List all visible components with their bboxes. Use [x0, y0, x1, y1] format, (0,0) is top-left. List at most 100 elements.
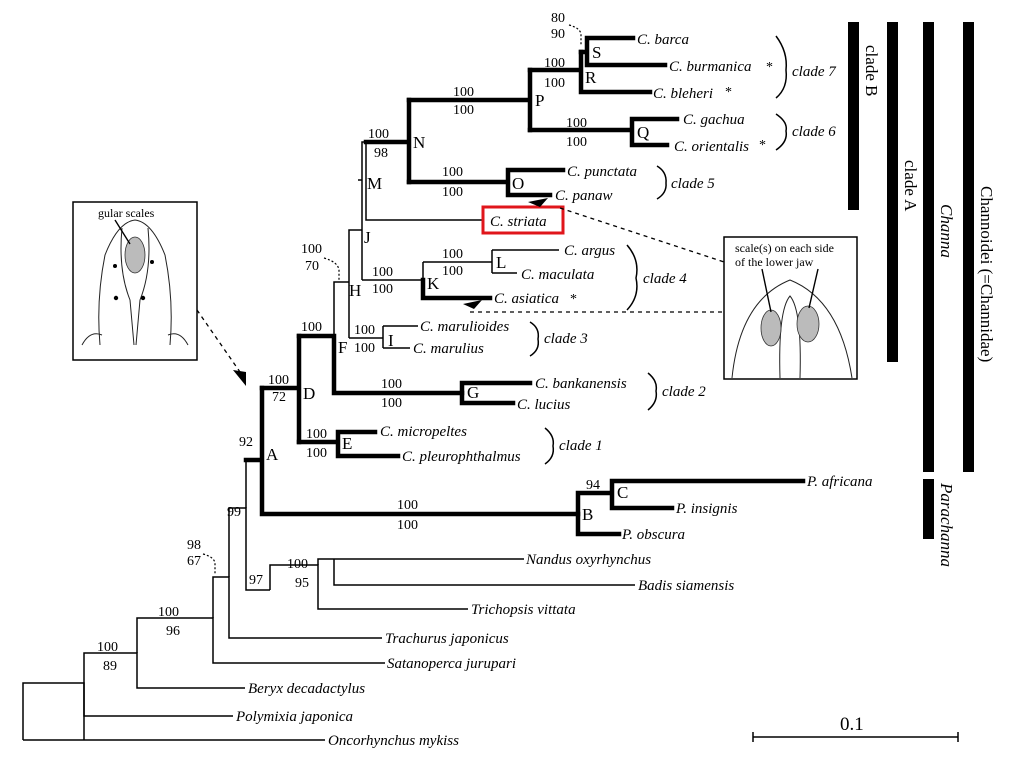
- scale-bar-line: [752, 732, 959, 742]
- node-labels: A B C D E F G H I J K L M N O P Q R S: [266, 43, 649, 524]
- asterisk-orientalis: *: [759, 138, 766, 153]
- branch-A: [243, 385, 581, 517]
- brace-clade6: [775, 113, 788, 151]
- support-N-bottom: 98: [374, 146, 388, 161]
- taxon-bleheri: C. bleheri: [653, 86, 713, 102]
- taxon-satanoperca: Satanoperca jurupari: [387, 656, 516, 672]
- label-channoidei: Channoidei (=Channidae): [977, 186, 996, 362]
- inset-jaw-scales: scale(s) on each side of the lower jaw: [723, 236, 858, 380]
- support-F: 100: [301, 320, 322, 335]
- support-E-bottom: 100: [306, 446, 327, 461]
- support-B-bottom: 100: [397, 518, 418, 533]
- label-clade1: clade 1: [559, 438, 603, 454]
- support-I-top: 100: [354, 323, 375, 338]
- taxon-panaw: C. panaw: [555, 188, 613, 204]
- label-clade3: clade 3: [544, 331, 588, 347]
- pore-dot: [140, 295, 146, 301]
- node-A: A: [266, 445, 279, 464]
- support-K-bottom: 100: [372, 282, 393, 297]
- support-G-bottom: 100: [381, 396, 402, 411]
- jaw-scale-right: [796, 305, 820, 343]
- pointer-S: [568, 24, 582, 45]
- support-Q-top: 100: [566, 116, 587, 131]
- jaw-lines: [120, 227, 150, 346]
- node-L: L: [496, 253, 506, 272]
- label-clade6: clade 6: [792, 124, 836, 140]
- support-S-bottom: 90: [551, 27, 565, 42]
- node-M: M: [367, 174, 382, 193]
- taxon-barca: C. barca: [637, 32, 689, 48]
- support-P-top: 100: [453, 85, 474, 100]
- inset-gular-frame: [72, 201, 198, 361]
- pore-dot: [113, 264, 117, 268]
- pointer-gular-to-A: [196, 309, 241, 373]
- branch-S: [578, 35, 668, 68]
- node-N: N: [413, 133, 425, 152]
- taxon-africana: P. africana: [806, 474, 873, 490]
- jaw-outline: [731, 279, 853, 379]
- clade-brackets: clade 7 clade 6 clade 5 clade 4 clade 3 …: [529, 35, 837, 465]
- label-clade2: clade 2: [662, 384, 706, 400]
- support-B-top: 100: [397, 498, 418, 513]
- support-A: 92: [239, 435, 253, 450]
- label-parachanna: Parachanna: [937, 482, 956, 567]
- support-Q-bottom: 100: [566, 135, 587, 150]
- support-nandus-bottom: 95: [295, 576, 309, 591]
- channidae-branches: [243, 35, 806, 537]
- pore-dot: [150, 260, 154, 264]
- node-C: C: [617, 483, 628, 502]
- branch-O: [406, 167, 566, 198]
- taxon-orientalis: C. orientalis: [674, 139, 749, 155]
- label-clade5: clade 5: [671, 176, 715, 192]
- support-E-top: 100: [306, 427, 327, 442]
- node-S: S: [592, 43, 601, 62]
- arrowhead-panaw: [528, 198, 548, 207]
- inset-jaw-frame: [723, 236, 858, 380]
- jaw-scale-left: [760, 309, 782, 347]
- branch-H: [333, 281, 350, 338]
- bar-parachanna: [923, 479, 934, 539]
- node-O: O: [512, 174, 524, 193]
- branch-J: [348, 229, 363, 282]
- brace-clade5: [656, 165, 667, 200]
- support-L-bottom: 100: [442, 264, 463, 279]
- brace-clade7: [775, 35, 788, 99]
- taxon-marulioides: C. marulioides: [420, 319, 509, 335]
- node-E: E: [342, 434, 352, 453]
- group-bars: clade B clade A Channa Parachanna Channo…: [848, 22, 996, 567]
- branch-D: [259, 333, 302, 445]
- support-I-bottom: 100: [354, 341, 375, 356]
- support-node-99: 99: [227, 505, 241, 520]
- asterisk-asiatica: *: [570, 292, 577, 307]
- arrowhead-asiatica: [463, 300, 482, 309]
- bar-clade-A: [887, 22, 898, 362]
- taxon-punctata: C. punctata: [567, 164, 637, 180]
- branch-asiatica: [420, 277, 493, 301]
- support-100-89-top: 100: [97, 640, 118, 655]
- jaw-pointer-right: [808, 268, 819, 309]
- support-R-bottom: 100: [544, 76, 565, 91]
- label-clade4: clade 4: [643, 271, 687, 287]
- inset-gular-scales: gular scales: [72, 201, 198, 361]
- node-D: D: [303, 384, 315, 403]
- pointer-98-67: [202, 553, 216, 575]
- brace-clade4: [626, 244, 638, 311]
- gular-pointer: [114, 219, 131, 245]
- asterisk-burmanica: *: [766, 60, 773, 75]
- taxon-trichopsis: Trichopsis vittata: [471, 602, 576, 618]
- node-J: J: [364, 228, 371, 247]
- inset-gular-label: gular scales: [98, 206, 155, 220]
- node-R: R: [585, 68, 597, 87]
- taxon-striata: C. striata: [490, 214, 547, 230]
- support-D-top: 100: [268, 373, 289, 388]
- support-S-top: 80: [551, 11, 565, 26]
- taxon-obscura: P. obscura: [621, 527, 685, 543]
- gular-scale-patch: [124, 236, 146, 274]
- bar-channa: [923, 22, 934, 472]
- node-Q: Q: [637, 123, 649, 142]
- taxon-asiatica: C. asiatica: [494, 291, 559, 307]
- pointer-H: [323, 257, 340, 280]
- inset-jaw-label-line1: scale(s) on each side: [735, 241, 834, 255]
- brace-clade3: [529, 321, 540, 357]
- support-node-97: 97: [249, 573, 263, 588]
